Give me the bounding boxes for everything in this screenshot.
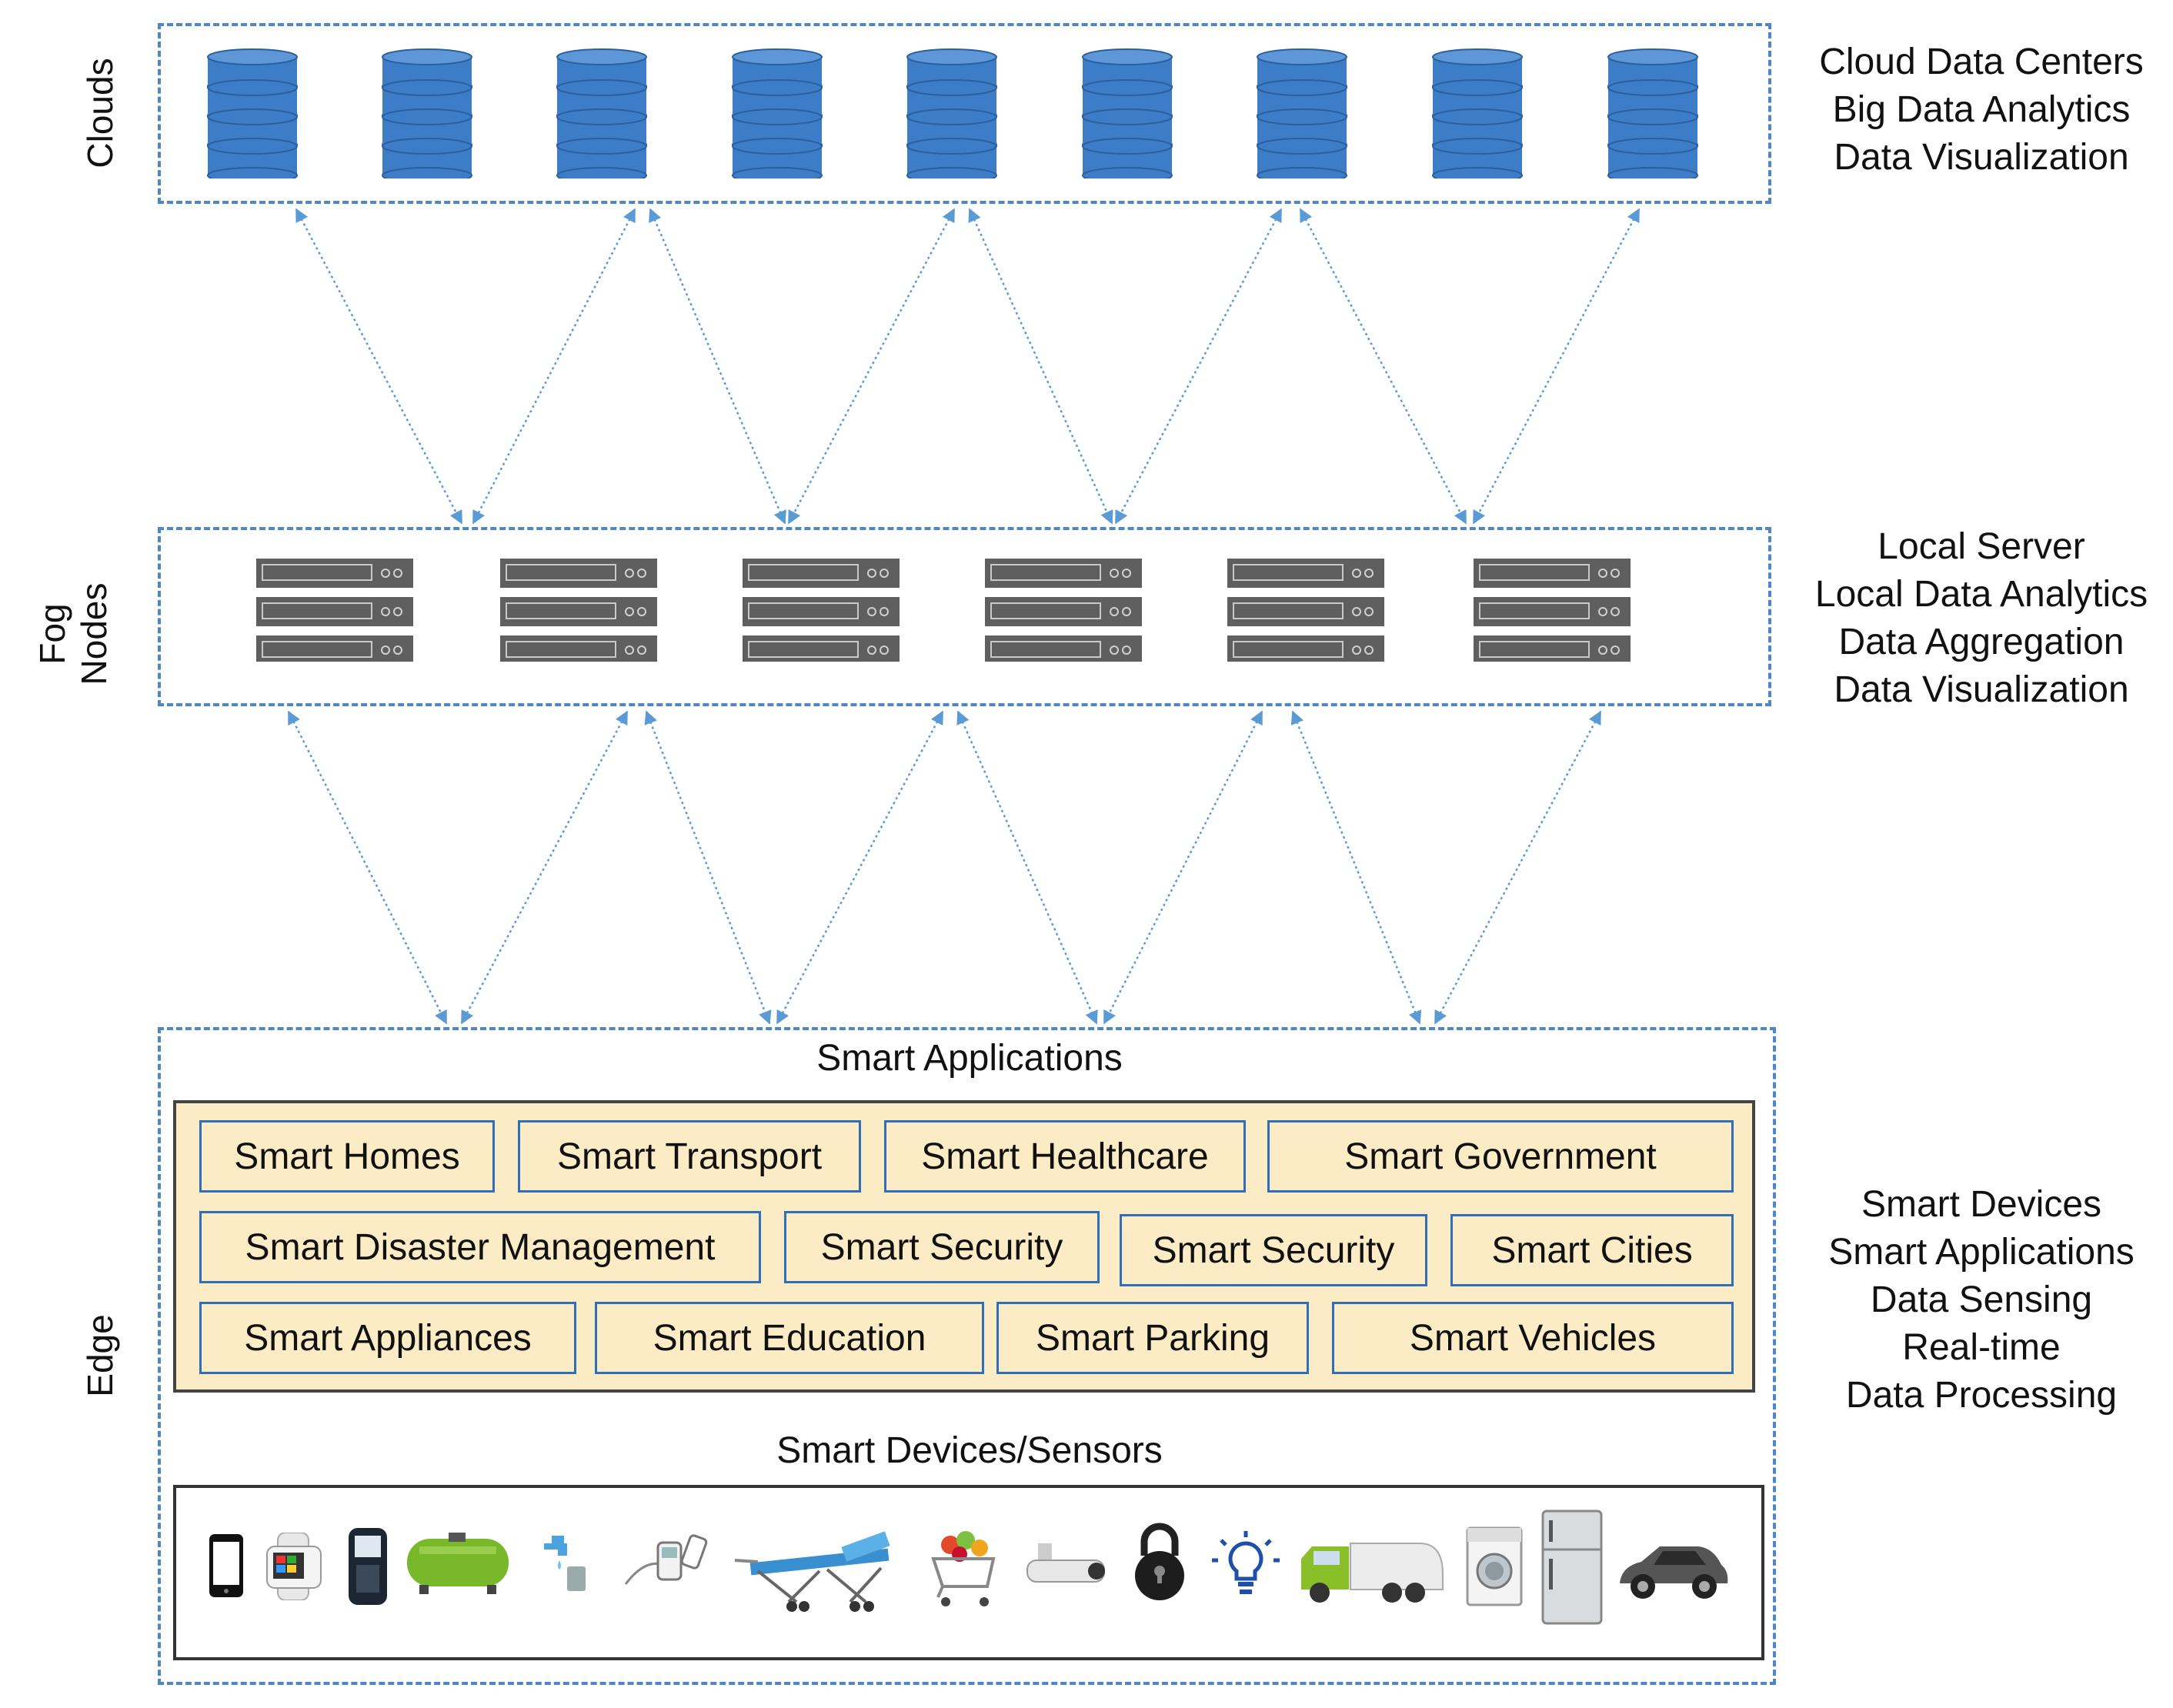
shopping-cart-icon [931, 1531, 996, 1606]
desc-line: Data Sensing [1870, 1279, 2093, 1320]
bidirectional-link [1434, 710, 1602, 1025]
desc-line: Local Server [1878, 526, 2085, 567]
desc-line: Data Processing [1845, 1375, 2118, 1416]
server-rack-icon [1227, 559, 1384, 662]
bidirectional-link [287, 710, 448, 1025]
water-tap-icon [544, 1536, 586, 1591]
database-icon [1607, 48, 1698, 178]
desc-line: Data Visualization [1834, 669, 2129, 710]
smart-applications-title: Smart Applications [816, 1038, 1123, 1079]
database-icon [1257, 48, 1347, 178]
bidirectional-link [472, 208, 636, 525]
security-camera-icon [1026, 1543, 1105, 1583]
desc-line: Local Data Analytics [1814, 574, 2148, 615]
smart-parking-box: Smart Parking [996, 1302, 1309, 1374]
bidirectional-link [956, 710, 1098, 1025]
bidirectional-link [295, 208, 463, 525]
server-rack-icon [985, 559, 1142, 662]
smart-government-box: Smart Government [1267, 1120, 1734, 1193]
clouds-description: Cloud Data Centers Big Data Analytics Da… [1781, 38, 2173, 182]
stretcher-icon [734, 1531, 890, 1612]
database-icon [906, 48, 997, 178]
clouds-layer [158, 23, 1771, 204]
refrigerator-icon [1541, 1510, 1603, 1625]
padlock-icon [1135, 1523, 1184, 1600]
fog-description: Local Server Local Data Analytics Data A… [1781, 523, 2173, 714]
smart-healthcare-box: Smart Healthcare [884, 1120, 1246, 1193]
server-rack-icon [256, 559, 413, 662]
database-icon [382, 48, 472, 178]
smart-education-box: Smart Education [595, 1302, 984, 1374]
smart-disaster-management-box: Smart Disaster Management [199, 1211, 761, 1283]
bidirectional-link [1472, 208, 1641, 525]
bidirectional-link [1299, 208, 1467, 525]
smart-security-box: Smart Security [784, 1211, 1100, 1283]
gas-tank-icon [407, 1533, 509, 1594]
bidirectional-link [649, 208, 786, 525]
smart-vehicles-box: Smart Vehicles [1332, 1302, 1734, 1374]
car-icon [1620, 1546, 1728, 1599]
bidirectional-link [460, 710, 629, 1025]
smartwatch-icon [266, 1533, 322, 1600]
desc-line: Real-time [1902, 1327, 2061, 1368]
truck-icon [1301, 1543, 1444, 1603]
database-icon [732, 48, 823, 178]
bidirectional-link [1290, 710, 1422, 1025]
glucose-meter-icon [624, 1534, 708, 1585]
bidirectional-link [787, 208, 956, 525]
smart-transport-box: Smart Transport [518, 1120, 861, 1193]
smart-homes-box: Smart Homes [199, 1120, 495, 1193]
bidirectional-link [776, 710, 944, 1025]
database-icon [1432, 48, 1523, 178]
database-icon [1082, 48, 1173, 178]
server-rack-icon [500, 559, 657, 662]
desc-line: Smart Devices [1861, 1184, 2102, 1225]
database-icon [556, 48, 647, 178]
edge-description: Smart Devices Smart Applications Data Se… [1781, 1181, 2173, 1419]
fog-layer [158, 527, 1771, 706]
smart-cities-box: Smart Cities [1450, 1214, 1734, 1286]
server-rack-icon [743, 559, 900, 662]
desc-line: Data Aggregation [1838, 622, 2125, 662]
server-rack-icon [1474, 559, 1631, 662]
smart-security-box-2: Smart Security [1120, 1214, 1427, 1286]
bidirectional-link [1103, 710, 1263, 1025]
database-icon [207, 48, 298, 178]
desc-line: Smart Applications [1828, 1232, 2135, 1273]
smartphone-icon [209, 1534, 243, 1597]
desc-line: Cloud Data Centers [1819, 42, 2144, 82]
bidirectional-link [1114, 208, 1283, 525]
smart-devices-panel [173, 1485, 1764, 1660]
smart-devices-title: Smart Devices/Sensors [776, 1430, 1163, 1471]
bidirectional-link [644, 710, 772, 1025]
washing-machine-icon [1466, 1526, 1523, 1606]
smart-applications-panel: Smart Homes Smart Transport Smart Health… [173, 1100, 1755, 1393]
desc-line: Big Data Analytics [1832, 89, 2131, 130]
desc-line: Data Visualization [1834, 137, 2129, 178]
smart-appliances-box: Smart Appliances [199, 1302, 576, 1374]
edge-layer [158, 1027, 1776, 1685]
bidirectional-link [968, 208, 1113, 525]
light-bulb-icon [1212, 1531, 1280, 1594]
handheld-meter-icon [349, 1528, 387, 1605]
